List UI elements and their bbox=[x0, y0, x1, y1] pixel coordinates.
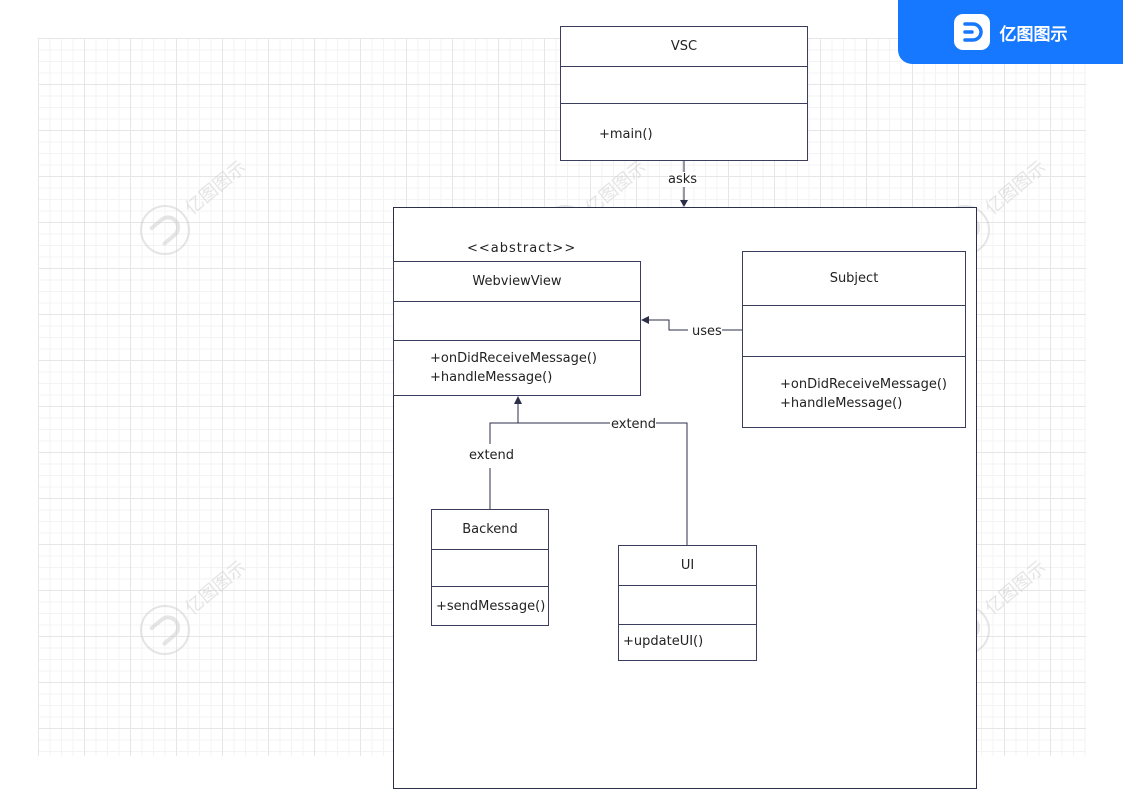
method: +onDidReceiveMessage() bbox=[780, 377, 947, 392]
method: +main() bbox=[599, 127, 653, 142]
class-subject[interactable]: Subject +onDidReceiveMessage() +handleMe… bbox=[742, 251, 966, 428]
class-methods: +onDidReceiveMessage() +handleMessage() bbox=[743, 356, 965, 427]
watermark-logo-icon: 亿图图示 bbox=[140, 557, 250, 655]
extend-backend-connector[interactable] bbox=[489, 402, 519, 509]
class-name: Subject bbox=[829, 271, 879, 286]
watermark-logo-icon: 亿图图示 bbox=[140, 157, 250, 255]
class-methods: +sendMessage() bbox=[432, 586, 548, 625]
arrowhead-icon bbox=[641, 316, 649, 324]
class-backend[interactable]: Backend +sendMessage() bbox=[431, 509, 549, 626]
arrowhead-icon bbox=[680, 200, 688, 207]
class-methods: +main() bbox=[561, 103, 807, 160]
edraw-logo-icon bbox=[953, 14, 990, 50]
class-attributes bbox=[561, 66, 807, 103]
class-attributes bbox=[432, 549, 548, 586]
class-ui[interactable]: UI +updateUI() bbox=[618, 545, 757, 661]
method: +handleMessage() bbox=[780, 396, 903, 411]
method: +handleMessage() bbox=[430, 370, 553, 385]
brand-banner[interactable]: 亿图图示 bbox=[898, 0, 1123, 64]
extend-label: extend bbox=[611, 417, 657, 432]
class-methods: +onDidReceiveMessage() +handleMessage() bbox=[394, 340, 640, 395]
extend-label: extend bbox=[469, 448, 515, 463]
class-webviewview[interactable]: WebviewView +onDidReceiveMessage() +hand… bbox=[393, 261, 641, 396]
method: +sendMessage() bbox=[436, 599, 546, 614]
method: +updateUI() bbox=[623, 634, 704, 649]
class-name: UI bbox=[680, 558, 695, 573]
stereotype-label: <<abstract>> bbox=[467, 241, 577, 256]
class-name: WebviewView bbox=[472, 274, 562, 289]
watermark: 亿图图示 bbox=[135, 150, 265, 260]
asks-label: asks bbox=[668, 172, 698, 187]
uses-label: uses bbox=[692, 324, 722, 339]
extend-ui-connector[interactable] bbox=[518, 422, 688, 545]
watermark: 亿图图示 bbox=[135, 550, 265, 660]
class-methods: +updateUI() bbox=[619, 624, 756, 660]
class-name: VSC bbox=[670, 39, 698, 54]
class-attributes bbox=[743, 305, 965, 356]
brand-name: 亿图图示 bbox=[999, 24, 1068, 45]
class-vsc[interactable]: VSC +main() bbox=[560, 26, 808, 161]
uses-connector[interactable] bbox=[648, 319, 742, 331]
class-name: Backend bbox=[462, 522, 518, 537]
method: +onDidReceiveMessage() bbox=[430, 351, 597, 366]
arrowhead-icon bbox=[514, 396, 522, 404]
class-attributes bbox=[394, 301, 640, 340]
class-attributes bbox=[619, 585, 756, 624]
